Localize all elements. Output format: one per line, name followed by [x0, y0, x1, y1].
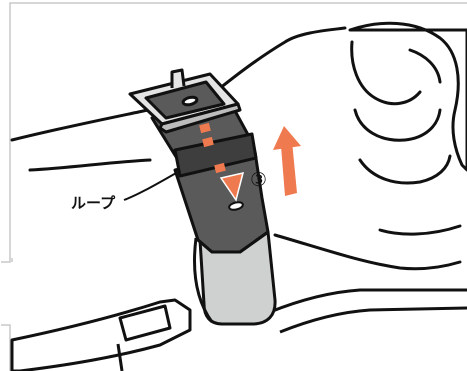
loop-label: ループ	[71, 194, 116, 212]
up-arrow-icon	[273, 126, 301, 196]
hand-drawing	[350, 23, 467, 183]
step-number: ③	[250, 169, 267, 191]
loop-leader-line	[124, 172, 178, 200]
